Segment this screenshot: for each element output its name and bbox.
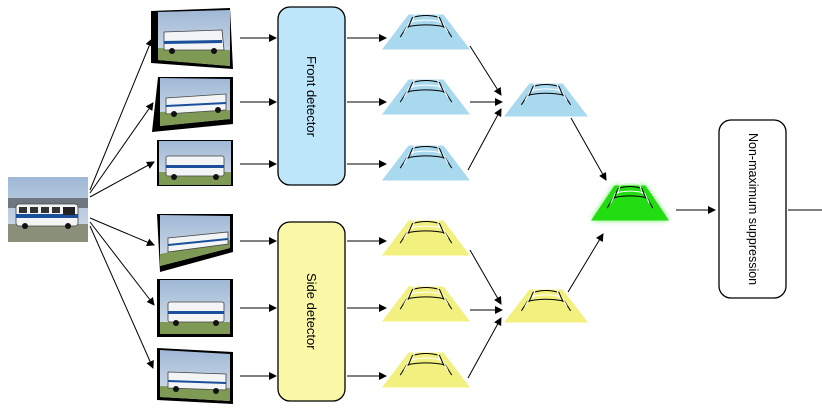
side-pyramid-3: [381, 348, 471, 388]
front-pyramid-3: [381, 141, 471, 181]
warped-image-5: [157, 279, 233, 337]
side-pyramid-2: [381, 282, 471, 322]
warped-image-2: [152, 77, 233, 132]
front-pyramid-1: [381, 10, 471, 50]
input-image: [8, 177, 88, 242]
side-merged-pyramid: [503, 285, 589, 323]
front-pyramids: [381, 10, 589, 181]
side-pyramid-1: [381, 216, 471, 256]
image-to-detector-arrows: [240, 34, 277, 380]
detector-to-pyramid-arrows: [347, 34, 387, 380]
warped-image-6: [157, 348, 233, 404]
nms-box: [718, 119, 787, 299]
warped-image-3: [157, 140, 233, 186]
side-pyramids: [381, 216, 589, 388]
warped-image-1: [151, 8, 233, 69]
input-arrows: [89, 38, 155, 369]
front-pyramid-2: [381, 75, 471, 115]
front-detector-box: [277, 6, 346, 186]
warped-image-4: [157, 214, 233, 272]
merge-arrows: [467, 45, 716, 379]
final-pyramid: [591, 181, 669, 221]
final-pyramid-shape: [591, 181, 669, 221]
front-merged-pyramid: [503, 79, 589, 117]
side-detector-box: [277, 221, 346, 402]
